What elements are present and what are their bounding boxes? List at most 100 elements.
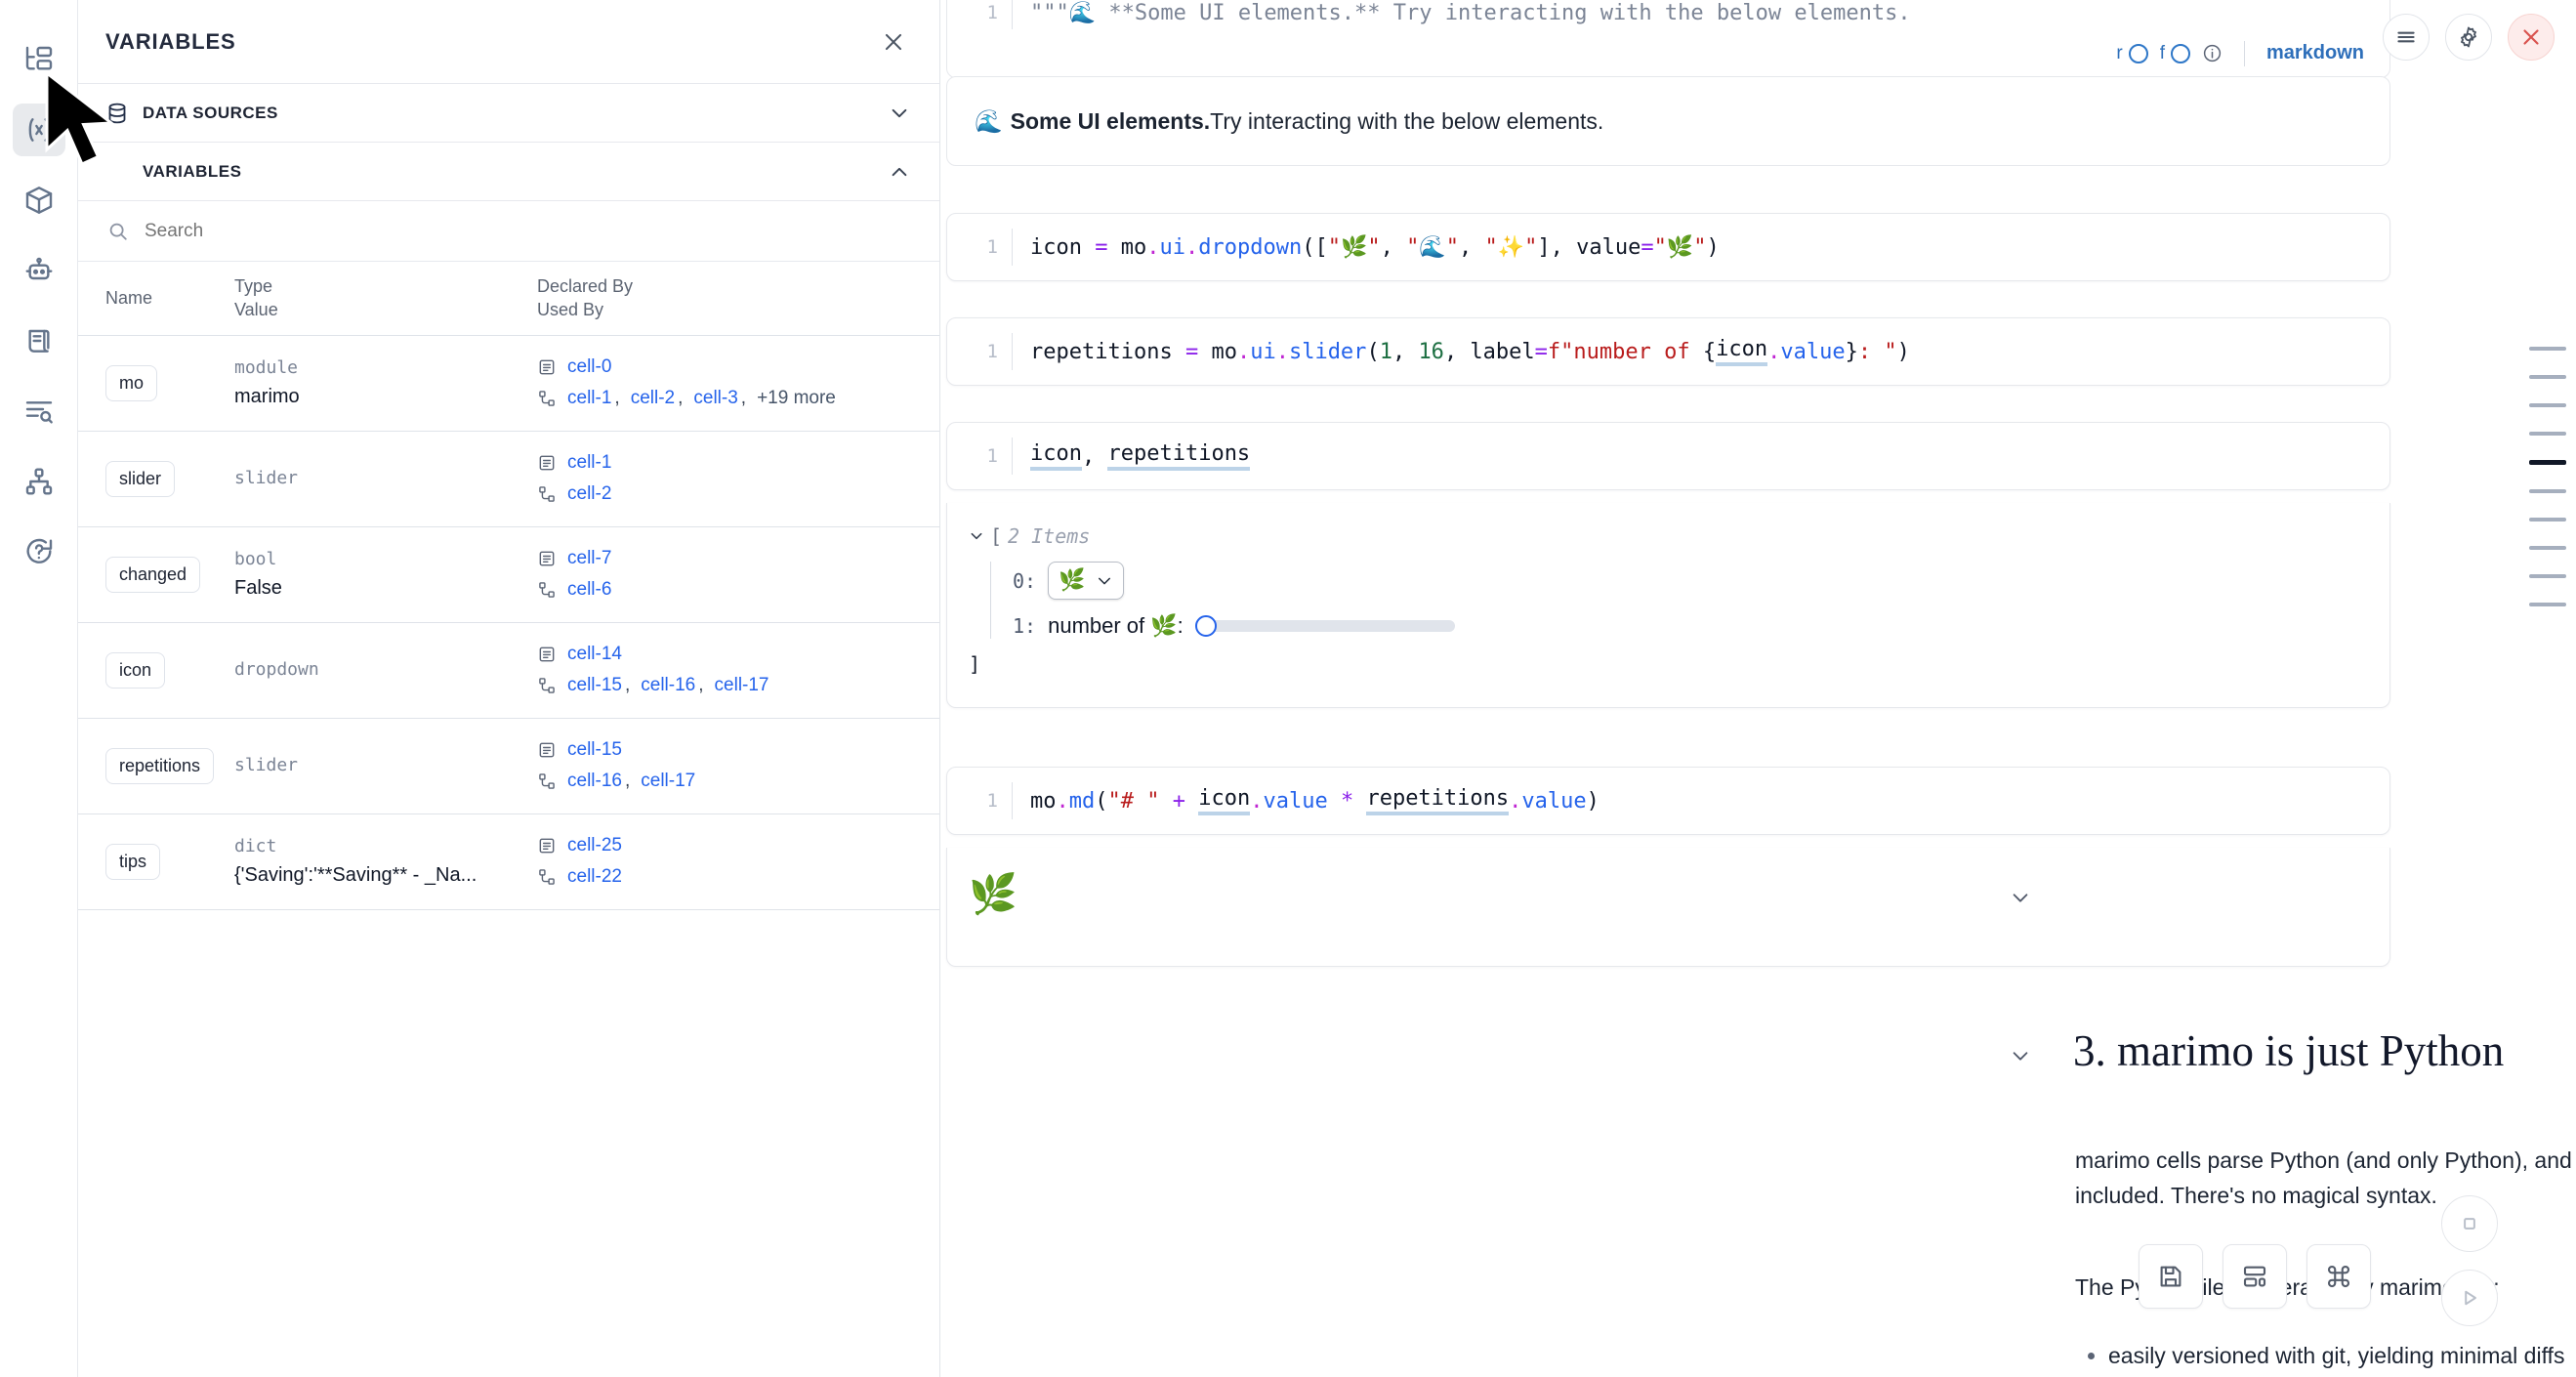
minimap-mark[interactable] — [2529, 574, 2566, 578]
hamburger-menu-icon[interactable] — [2383, 14, 2430, 61]
file-explorer-icon[interactable] — [13, 33, 65, 86]
close-icon[interactable] — [2508, 14, 2555, 61]
slider-control[interactable] — [1194, 615, 1455, 637]
chevron-down-icon[interactable] — [2010, 887, 2031, 908]
dependency-icon — [537, 867, 557, 887]
column-header-declared-by: Declared By — [537, 276, 634, 296]
stop-icon[interactable] — [2441, 1195, 2498, 1252]
section-variables[interactable]: VARIABLES — [78, 143, 939, 201]
run-controls — [2441, 1195, 2498, 1326]
list-index: 0: — [1013, 568, 1037, 593]
minimap-mark[interactable] — [2529, 489, 2566, 493]
chevron-down-icon[interactable] — [2010, 1045, 2031, 1066]
wave-emoji-icon: 🌊 — [975, 107, 1003, 134]
close-icon[interactable] — [877, 25, 910, 59]
cell-link[interactable]: cell-17 — [641, 771, 696, 792]
cell-link[interactable]: cell-1 — [567, 451, 612, 473]
cell-link[interactable]: cell-2 — [567, 483, 612, 505]
minimap-mark[interactable] — [2529, 347, 2566, 351]
cell-link[interactable]: cell-14 — [567, 643, 622, 664]
cell-icon — [537, 740, 557, 760]
cell-link[interactable]: cell-3 — [693, 388, 738, 409]
layout-icon[interactable] — [2223, 1244, 2287, 1309]
cell-link[interactable]: cell-0 — [567, 355, 612, 377]
gear-icon[interactable] — [2445, 14, 2492, 61]
list-bracket-close: ] — [969, 652, 981, 676]
minimap-mark[interactable] — [2529, 432, 2566, 436]
cell-link[interactable]: cell-16 — [641, 675, 696, 696]
r-toggle[interactable] — [2128, 43, 2148, 63]
minimap-mark[interactable] — [2529, 603, 2566, 606]
used-by-cells: cell-1,cell-2,cell-3,+19 more — [537, 383, 924, 414]
documentation-icon[interactable] — [13, 314, 65, 367]
cell-link[interactable]: cell-17 — [714, 675, 769, 696]
variable-name-pill[interactable]: slider — [105, 460, 176, 497]
r-shortcut-label: r — [2116, 42, 2123, 63]
cell-language-label[interactable]: markdown — [2265, 42, 2364, 63]
variable-name-pill[interactable]: mo — [105, 364, 158, 401]
chevron-down-icon[interactable] — [969, 528, 984, 544]
dependency-graph-icon[interactable] — [13, 455, 65, 508]
chevron-down-icon[interactable] — [889, 103, 910, 124]
code-cell-dropdown[interactable]: 1 icon = mo.ui.dropdown(["🌿", "🌊", "✨"],… — [946, 213, 2390, 281]
minimap[interactable] — [2529, 347, 2566, 606]
chat-bot-icon[interactable] — [13, 244, 65, 297]
slider-thumb[interactable] — [1194, 615, 1217, 637]
variables-icon[interactable] — [12, 104, 65, 156]
variable-name-pill[interactable]: repetitions — [105, 747, 215, 784]
cell-link[interactable]: cell-16 — [567, 771, 622, 792]
packages-icon[interactable] — [13, 174, 65, 227]
cell-link[interactable]: cell-25 — [567, 834, 622, 855]
help-icon[interactable] — [13, 525, 65, 578]
dropdown-select[interactable]: 🌿 — [1048, 562, 1124, 600]
section-data-sources[interactable]: DATA SOURCES — [78, 84, 939, 143]
variable-name-pill[interactable]: icon — [105, 651, 166, 688]
code-cell-display[interactable]: 1 icon, repetitions — [946, 422, 2390, 490]
minimap-mark[interactable] — [2529, 375, 2566, 379]
f-toggle[interactable] — [2170, 43, 2190, 63]
save-icon[interactable] — [2139, 1244, 2203, 1309]
minimap-mark[interactable] — [2529, 518, 2566, 522]
cell-code-md[interactable]: mo.md("# " + icon.value * repetitions.va… — [1012, 782, 1600, 819]
more-cells-label[interactable]: +19 more — [757, 388, 836, 409]
chevron-up-icon[interactable] — [889, 161, 910, 183]
cell-link[interactable]: cell-6 — [567, 579, 612, 601]
cell-code-slider[interactable]: repetitions = mo.ui.slider(1, 16, label=… — [1012, 333, 1910, 370]
slider-track[interactable] — [1208, 620, 1455, 632]
cell-link[interactable]: cell-22 — [567, 866, 622, 888]
minimap-mark[interactable] — [2529, 546, 2566, 550]
divider — [2243, 40, 2245, 66]
variable-name-pill[interactable]: tips — [105, 843, 161, 880]
list-output-header[interactable]: [ 2 Items — [969, 524, 1455, 548]
outline-search-icon[interactable] — [13, 385, 65, 438]
search-input[interactable] — [145, 220, 910, 242]
variable-name-pill[interactable]: changed — [105, 556, 201, 593]
cell-code-dropdown[interactable]: icon = mo.ui.dropdown(["🌿", "🌊", "✨"], v… — [1012, 229, 1720, 266]
minimap-mark[interactable] — [2529, 403, 2566, 407]
cell-link[interactable]: cell-15 — [567, 738, 622, 760]
cell-link[interactable]: cell-7 — [567, 547, 612, 568]
code-cell-slider[interactable]: 1 repetitions = mo.ui.slider(1, 16, labe… — [946, 317, 2390, 386]
run-icon[interactable] — [2441, 1270, 2498, 1326]
cell-code-display[interactable]: icon, repetitions — [1012, 438, 1251, 475]
cell-link[interactable]: cell-2 — [630, 388, 676, 409]
command-palette-icon[interactable] — [2306, 1244, 2371, 1309]
cell-link[interactable]: cell-1 — [567, 388, 612, 409]
code-cell-md[interactable]: 1 mo.md("# " + icon.value * repetitions.… — [946, 767, 2390, 835]
info-icon[interactable] — [2202, 43, 2223, 63]
minimap-mark-active[interactable] — [2529, 460, 2566, 465]
used-by-cells: cell-22 — [537, 861, 924, 893]
line-number: 1 — [986, 341, 998, 362]
dependency-icon — [537, 389, 557, 408]
cell-code[interactable]: """🌊 **Some UI elements.** Try interacti… — [1012, 0, 1911, 31]
cell-link[interactable]: cell-15 — [567, 675, 622, 696]
declared-by-cells: cell-0 — [537, 352, 924, 383]
dependency-icon — [537, 580, 557, 600]
